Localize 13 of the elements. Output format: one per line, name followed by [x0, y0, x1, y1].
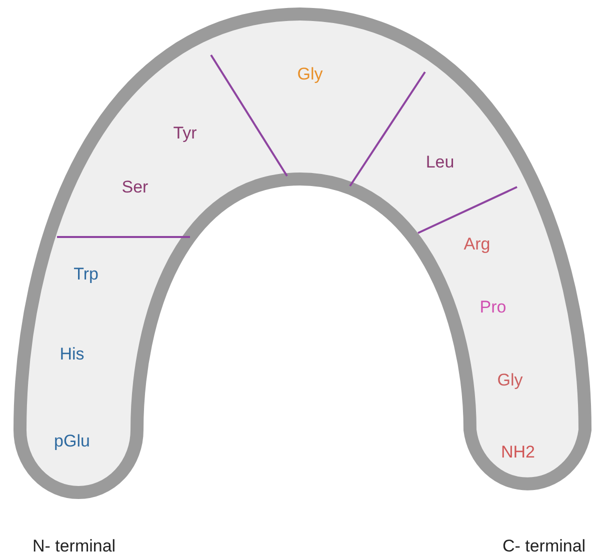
- residue-label: Tyr: [173, 124, 197, 142]
- residue-label: Trp: [74, 266, 98, 282]
- residue-label: Gly: [497, 372, 523, 388]
- residue-label: Pro: [480, 298, 506, 316]
- terminal-label: C- terminal: [502, 538, 586, 554]
- terminal-label: N- terminal: [32, 538, 116, 554]
- residue-label: NH2: [501, 444, 535, 460]
- residue-label: Arg: [464, 236, 490, 252]
- residue-label: His: [60, 346, 84, 362]
- residue-label: pGlu: [54, 432, 90, 450]
- residue-label: Gly: [297, 66, 323, 82]
- residue-label: Ser: [122, 178, 148, 196]
- residue-label: Leu: [426, 154, 454, 170]
